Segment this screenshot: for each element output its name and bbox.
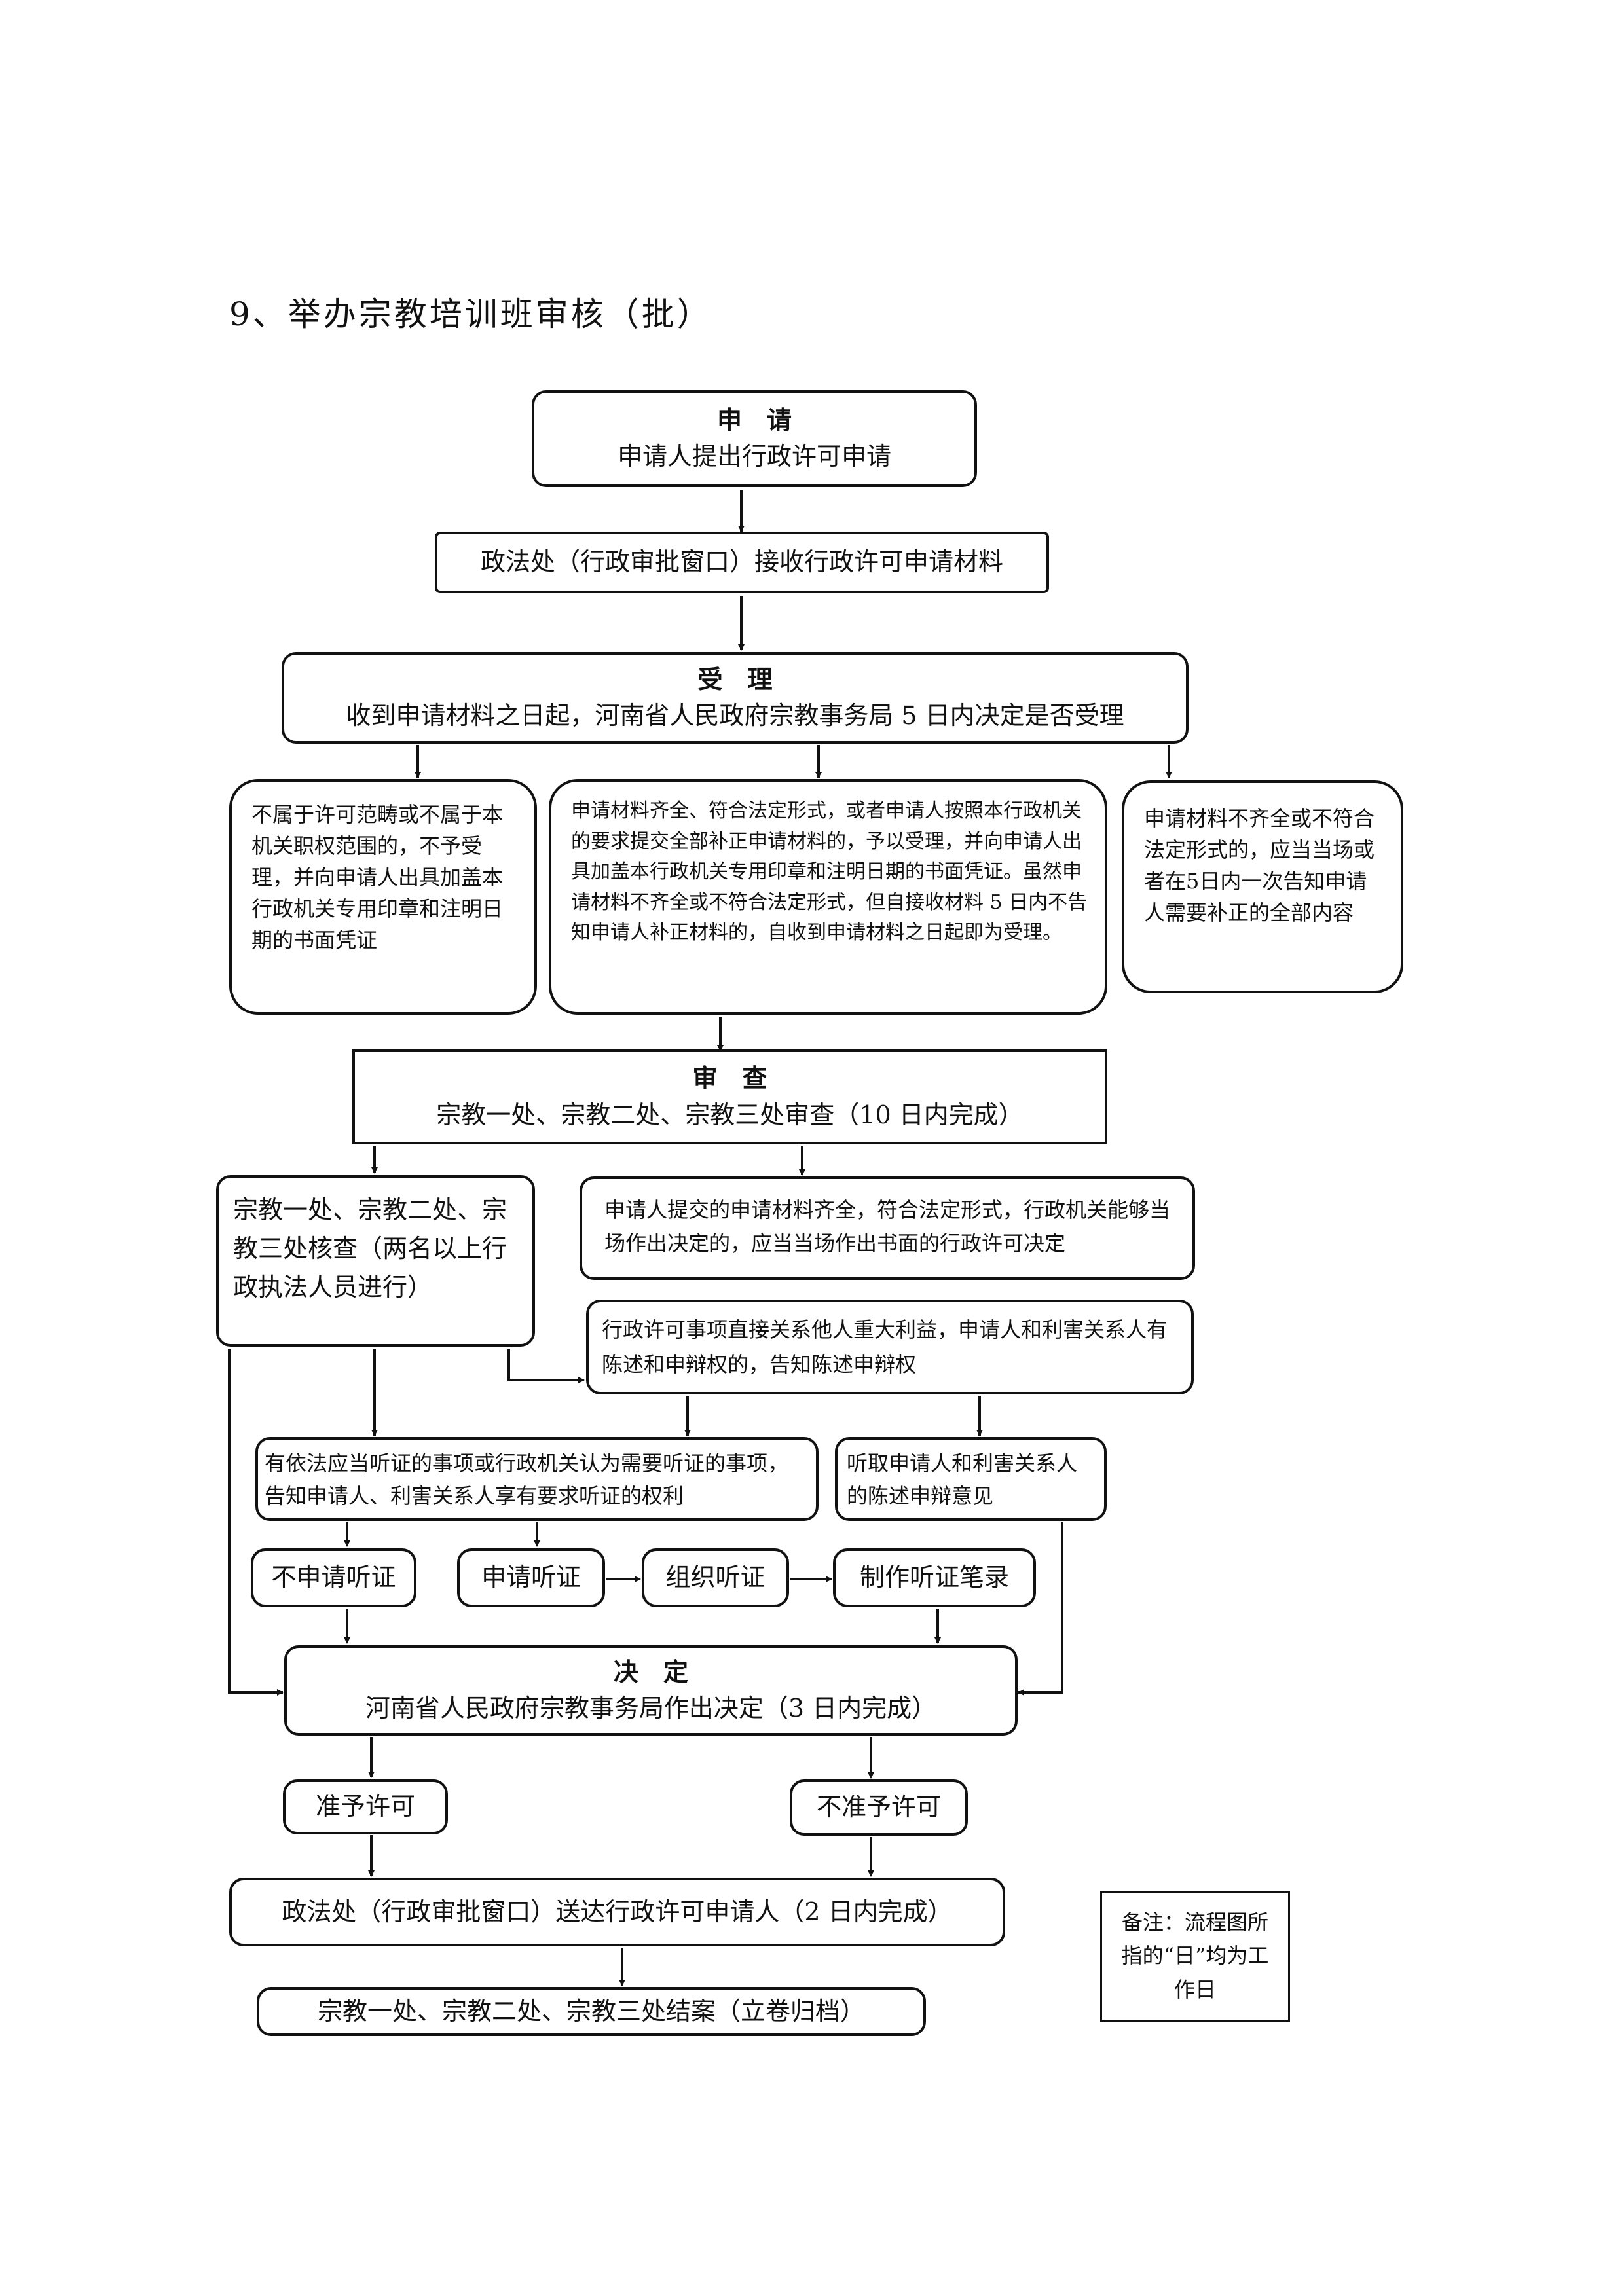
grant-box: 准予许可	[283, 1779, 448, 1834]
accept-text: 收到申请材料之日起，河南省人民政府宗教事务局 5 日内决定是否受理	[346, 701, 1124, 730]
close-case-box: 宗教一处、宗教二处、宗教三处结案（立卷归档）	[257, 1987, 926, 2036]
decision-text: 河南省人民政府宗教事务局作出决定（3 日内完成）	[365, 1694, 937, 1722]
verify-text: 宗教一处、宗教二处、宗教三处核查（两名以上行政执法人员进行）	[233, 1195, 507, 1302]
apply-hearing-text: 申请听证	[481, 1563, 581, 1592]
organize-hearing-text: 组织听证	[665, 1563, 766, 1592]
close-case-text: 宗教一处、宗教二处、宗教三处结案（立卷归档）	[317, 1996, 865, 2026]
hearing-record-box: 制作听证笔录	[833, 1548, 1036, 1607]
page-title: 9、举办宗教培训班审核（批）	[229, 295, 712, 333]
review-text: 宗教一处、宗教二处、宗教三处审查（10 日内完成）	[436, 1100, 1024, 1129]
no-hearing-box: 不申请听证	[251, 1548, 416, 1607]
receive-box: 政法处（行政审批窗口）接收行政许可申请材料	[435, 532, 1049, 593]
listen-box: 听取申请人和利害关系人的陈述申辩意见	[835, 1437, 1107, 1521]
arrow-listen-to-decision	[1018, 1522, 1063, 1696]
note-box: 备注：流程图所指的“日”均为工作日	[1100, 1891, 1290, 2022]
onsite-text: 申请人提交的申请材料齐全，符合法定形式，行政机关能够当场作出决定的，应当当场作出…	[604, 1197, 1171, 1256]
deliver-text: 政法处（行政审批窗口）送达行政许可申请人（2 日内完成）	[282, 1897, 953, 1926]
hearing-notice-text: 有依法应当听证的事项或行政机关认为需要听证的事项，告知申请人、利害关系人享有要求…	[265, 1451, 789, 1508]
reject-box: 不属于许可范畴或不属于本机关职权范围的，不予受理，并向申请人出具加盖本行政机关专…	[229, 779, 537, 1015]
arrow-verify-to-decision	[228, 1349, 284, 1696]
statement-notice-text: 行政许可事项直接关系他人重大利益，申请人和利害关系人有陈述和申辩权的，告知陈述申…	[602, 1317, 1168, 1377]
deny-text: 不准予许可	[816, 1793, 941, 1822]
review-box: 审 查 宗教一处、宗教二处、宗教三处审查（10 日内完成）	[352, 1049, 1107, 1144]
accepted-text: 申请材料齐全、符合法定形式，或者申请人按照本行政机关的要求提交全部补正申请材料的…	[571, 799, 1088, 944]
grant-text: 准予许可	[315, 1792, 415, 1821]
supplement-text: 申请材料不齐全或不符合法定形式的，应当当场或者在5日内一次告知申请人需要补正的全…	[1144, 806, 1375, 925]
apply-hearing-box: 申请听证	[457, 1548, 605, 1607]
accept-box: 受 理 收到申请材料之日起，河南省人民政府宗教事务局 5 日内决定是否受理	[282, 652, 1189, 744]
supplement-box: 申请材料不齐全或不符合法定形式的，应当当场或者在5日内一次告知申请人需要补正的全…	[1122, 780, 1403, 993]
decision-box: 决 定 河南省人民政府宗教事务局作出决定（3 日内完成）	[284, 1645, 1018, 1736]
reject-text: 不属于许可范畴或不属于本机关职权范围的，不予受理，并向申请人出具加盖本行政机关专…	[251, 802, 504, 953]
verify-box: 宗教一处、宗教二处、宗教三处核查（两名以上行政执法人员进行）	[216, 1175, 535, 1347]
review-heading: 审 查	[692, 1064, 767, 1093]
decision-heading: 决 定	[613, 1657, 688, 1686]
accept-heading: 受 理	[697, 665, 773, 694]
apply-text: 申请人提出行政许可申请	[617, 442, 891, 471]
deliver-box: 政法处（行政审批窗口）送达行政许可申请人（2 日内完成）	[229, 1878, 1005, 1946]
accepted-box: 申请材料齐全、符合法定形式，或者申请人按照本行政机关的要求提交全部补正申请材料的…	[549, 779, 1107, 1015]
organize-hearing-box: 组织听证	[642, 1548, 789, 1607]
onsite-box: 申请人提交的申请材料齐全，符合法定形式，行政机关能够当场作出决定的，应当当场作出…	[580, 1176, 1195, 1280]
apply-heading: 申 请	[716, 405, 792, 435]
receive-text: 政法处（行政审批窗口）接收行政许可申请材料	[480, 547, 1003, 577]
listen-text: 听取申请人和利害关系人的陈述申辩意见	[847, 1451, 1078, 1508]
deny-box: 不准予许可	[790, 1779, 968, 1836]
no-hearing-text: 不申请听证	[271, 1563, 396, 1592]
arrow-verify-to-statement	[507, 1349, 585, 1383]
statement-notice-box: 行政许可事项直接关系他人重大利益，申请人和利害关系人有陈述和申辩权的，告知陈述申…	[586, 1300, 1194, 1394]
hearing-record-text: 制作听证笔录	[859, 1563, 1009, 1592]
apply-box: 申 请 申请人提出行政许可申请	[532, 390, 977, 487]
hearing-notice-box: 有依法应当听证的事项或行政机关认为需要听证的事项，告知申请人、利害关系人享有要求…	[255, 1437, 819, 1521]
note-text: 备注：流程图所指的“日”均为工作日	[1121, 1910, 1269, 2002]
